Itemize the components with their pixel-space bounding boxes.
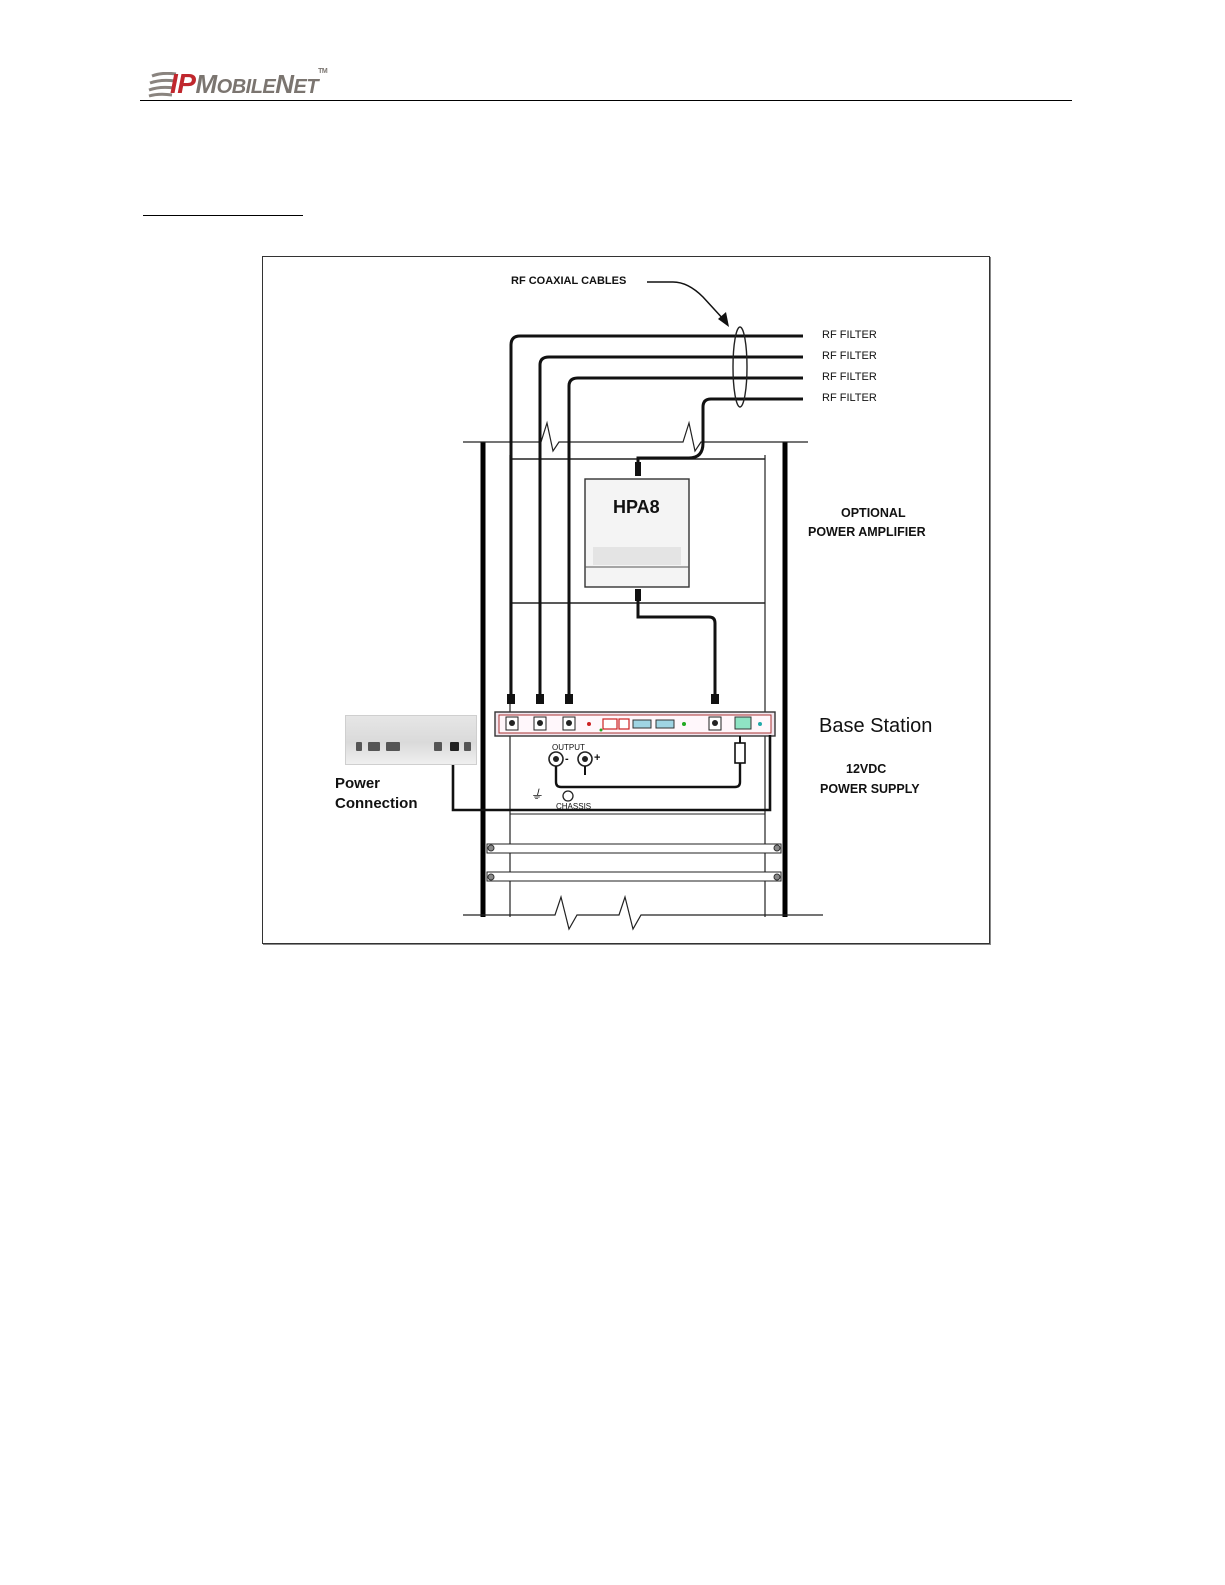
base-station-label: Base Station [819, 715, 932, 738]
rf-filter-label-2: RF FILTER [822, 350, 877, 362]
photo-port [464, 742, 471, 751]
header-divider [140, 100, 1072, 101]
logo-trademark: TM [318, 68, 327, 75]
chassis-label: CHASSIS [556, 802, 591, 811]
diagram-drawing [263, 257, 989, 943]
photo-port [356, 742, 362, 751]
power-connection-photo [345, 715, 477, 765]
logo-m: M [195, 69, 216, 99]
photo-port [368, 742, 380, 751]
photo-port [450, 742, 459, 751]
logo-obile: OBILE [217, 76, 276, 98]
output-minus-label: - [565, 753, 569, 765]
optional-label: OPTIONAL [841, 506, 906, 520]
rf-coaxial-cables-label: RF COAXIAL CABLES [511, 275, 626, 287]
12vdc-label: 12VDC [846, 762, 886, 776]
rf-filter-label-1: RF FILTER [822, 329, 877, 341]
logo-et: ET [294, 76, 319, 98]
power-amplifier-label: POWER AMPLIFIER [808, 525, 926, 539]
rf-filter-label-3: RF FILTER [822, 371, 877, 383]
section-heading-underline [143, 215, 303, 216]
photo-port [386, 742, 400, 751]
bottom-break-line [463, 897, 823, 929]
power-connection-label-line1: Power [335, 775, 380, 792]
rf-filter-label-4: RF FILTER [822, 392, 877, 404]
cable-bundle-ring [733, 327, 747, 407]
logo-wordmark: IPMOBILENETTM [170, 68, 327, 100]
hpa8-label: HPA8 [613, 497, 660, 518]
logo-n: N [275, 69, 293, 99]
installation-diagram: RF COAXIAL CABLES RF FILTER RF FILTER RF… [262, 256, 990, 944]
output-label: OUTPUT [552, 743, 585, 752]
output-plus-label: + [594, 752, 600, 764]
photo-port [434, 742, 442, 751]
hpa8-box [585, 479, 689, 587]
top-break-line [463, 423, 808, 451]
ground-symbol-icon: ⏚ [530, 784, 543, 803]
power-supply-label: POWER SUPPLY [820, 782, 920, 796]
logo-ip: IP [170, 68, 195, 99]
power-connection-label-line2: Connection [335, 795, 418, 812]
